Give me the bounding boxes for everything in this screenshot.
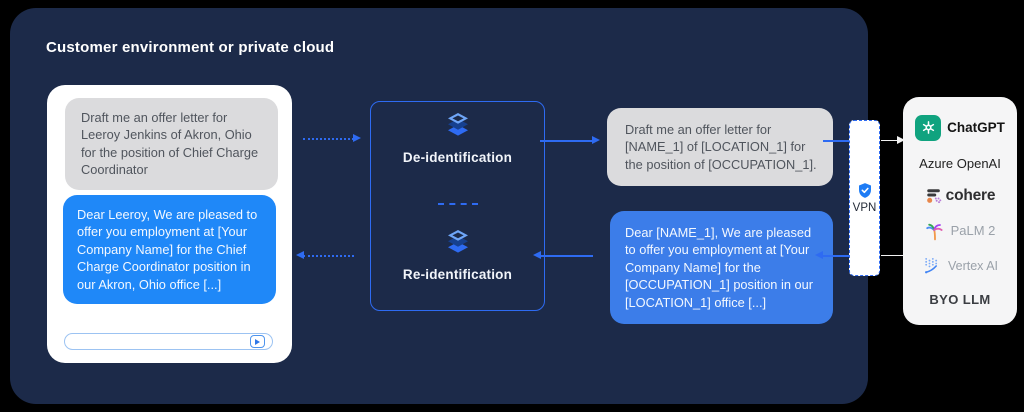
deidentification-label: De-identification (402, 150, 513, 165)
environment-title: Customer environment or private cloud (46, 39, 335, 56)
chat-input[interactable] (64, 333, 273, 350)
redacted-response-bubble: Dear [NAME_1], We are pleased to offer y… (610, 211, 833, 324)
vpn-label: VPN (852, 202, 877, 214)
palm-tree-icon (925, 223, 943, 241)
llm-item-azure-openai: Azure OpenAI (919, 156, 1001, 171)
llm-providers-card: ChatGPT Azure OpenAI cohere (903, 97, 1017, 325)
reidentification-label: Re-identification (402, 267, 513, 282)
customer-environment-container: Customer environment or private cloud Dr… (10, 8, 868, 404)
send-arrow-icon (255, 338, 260, 345)
llm-label-cohere: cohere (945, 187, 996, 205)
llm-label-chatgpt: ChatGPT (947, 120, 1005, 136)
shield-check-icon (858, 183, 871, 198)
privacy-pipeline-box: De-identification Re-identification (370, 101, 545, 311)
vertex-ai-icon (924, 258, 938, 274)
llm-item-palm2: PaLM 2 (925, 221, 996, 241)
llm-item-chatgpt: ChatGPT (915, 114, 1005, 141)
llm-item-cohere: cohere (925, 187, 996, 205)
reidentification-layers-icon (444, 229, 472, 259)
llm-item-byo-llm: BYO LLM (929, 292, 990, 307)
chat-app-card: Draft me an offer letter for Leeroy Jenk… (47, 85, 292, 363)
llm-label-palm2: PaLM 2 (950, 223, 996, 239)
user-prompt-bubble: Draft me an offer letter for Leeroy Jenk… (65, 98, 278, 190)
deidentification-layers-icon (444, 112, 472, 142)
cohere-logo-icon (926, 189, 941, 204)
llm-label-vertex-ai: Vertex AI (947, 259, 999, 274)
send-button[interactable] (250, 335, 265, 348)
llm-item-vertex-ai: Vertex AI (922, 256, 998, 276)
openai-logo-icon (915, 114, 942, 141)
llm-label-azure-openai: Azure OpenAI (919, 156, 1001, 172)
redacted-prompt-bubble: Draft me an offer letter for [NAME_1] of… (607, 108, 833, 187)
vpn-gateway-box: VPN (849, 120, 880, 276)
assistant-response-bubble: Dear Leeroy, We are pleased to offer you… (63, 195, 276, 304)
pipeline-divider (437, 203, 478, 205)
llm-label-byo-llm: BYO LLM (929, 292, 991, 308)
